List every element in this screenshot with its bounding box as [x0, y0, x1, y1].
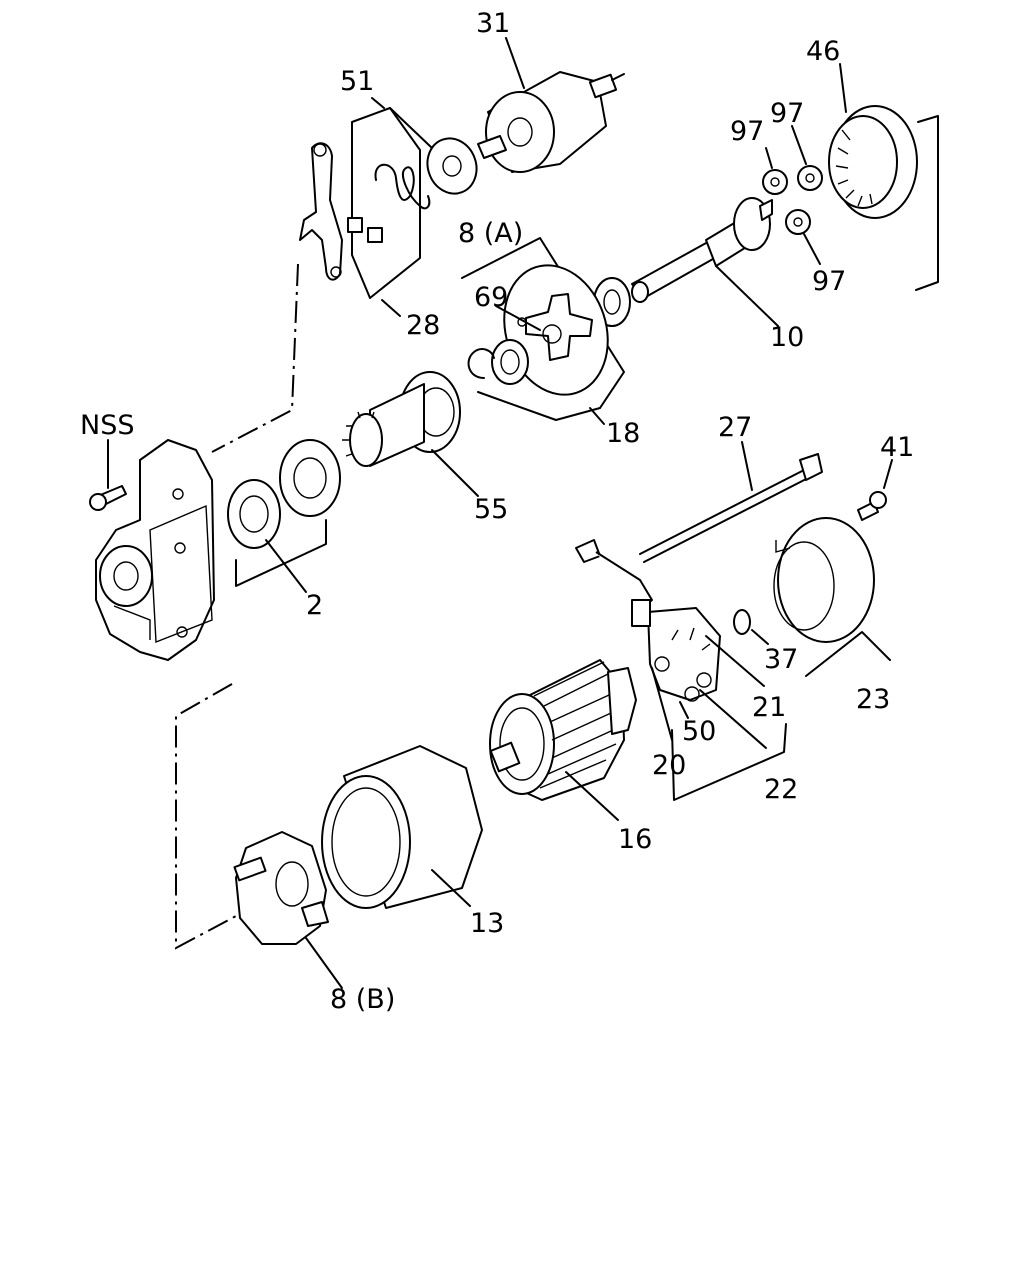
label-41: 41	[880, 432, 914, 463]
part-labels: 31 51 46 97 97 97 8 (A) 69 28 10 18 NSS …	[80, 8, 914, 1015]
label-97-b: 97	[770, 98, 804, 129]
part-10-shaft-assembly	[631, 197, 779, 327]
label-27: 27	[718, 412, 752, 443]
label-8a: 8 (A)	[458, 218, 523, 249]
part-2-bearings	[227, 439, 341, 593]
part-8b-rear-cover	[233, 831, 343, 989]
label-51: 51	[340, 66, 374, 97]
part-brush-holder-assembly	[575, 539, 787, 801]
label-16: 16	[618, 824, 652, 855]
label-20: 20	[652, 750, 686, 781]
label-37: 37	[764, 644, 798, 675]
part-55-pinion-clutch	[342, 371, 479, 497]
part-23-yoke-ring	[773, 517, 891, 677]
part-46-internal-gear	[828, 105, 939, 291]
part-97-planet-gears	[762, 125, 823, 265]
label-55: 55	[474, 494, 508, 525]
label-50: 50	[682, 716, 716, 747]
part-27-through-bolt	[639, 441, 823, 563]
part-16-armature	[489, 659, 637, 821]
nss-bolt	[89, 439, 127, 511]
part-37-washer	[733, 609, 769, 645]
label-31: 31	[476, 8, 510, 39]
part-31-solenoid	[477, 71, 625, 173]
label-22: 22	[764, 774, 798, 805]
part-41-screw	[857, 459, 893, 521]
label-8b: 8 (B)	[330, 984, 395, 1015]
label-69: 69	[474, 282, 508, 313]
label-28: 28	[406, 310, 440, 341]
label-10: 10	[770, 322, 804, 353]
part-51-28-lever-assembly	[299, 107, 431, 299]
leader-lines	[371, 37, 847, 425]
part-18-clip-rings	[467, 339, 601, 421]
label-2: 2	[306, 590, 323, 621]
label-97-c: 97	[812, 266, 846, 297]
label-13: 13	[470, 908, 504, 939]
washer-top	[389, 107, 478, 195]
label-nss: NSS	[80, 410, 134, 441]
part-8a-housing-plate	[461, 237, 625, 409]
part-13-field-frame	[321, 745, 483, 909]
label-21: 21	[752, 692, 786, 723]
label-46: 46	[806, 36, 840, 67]
front-housing	[95, 439, 215, 661]
label-97-a: 97	[730, 116, 764, 147]
alignment-axis-lines	[175, 263, 299, 950]
label-18: 18	[606, 418, 640, 449]
label-23: 23	[856, 684, 890, 715]
